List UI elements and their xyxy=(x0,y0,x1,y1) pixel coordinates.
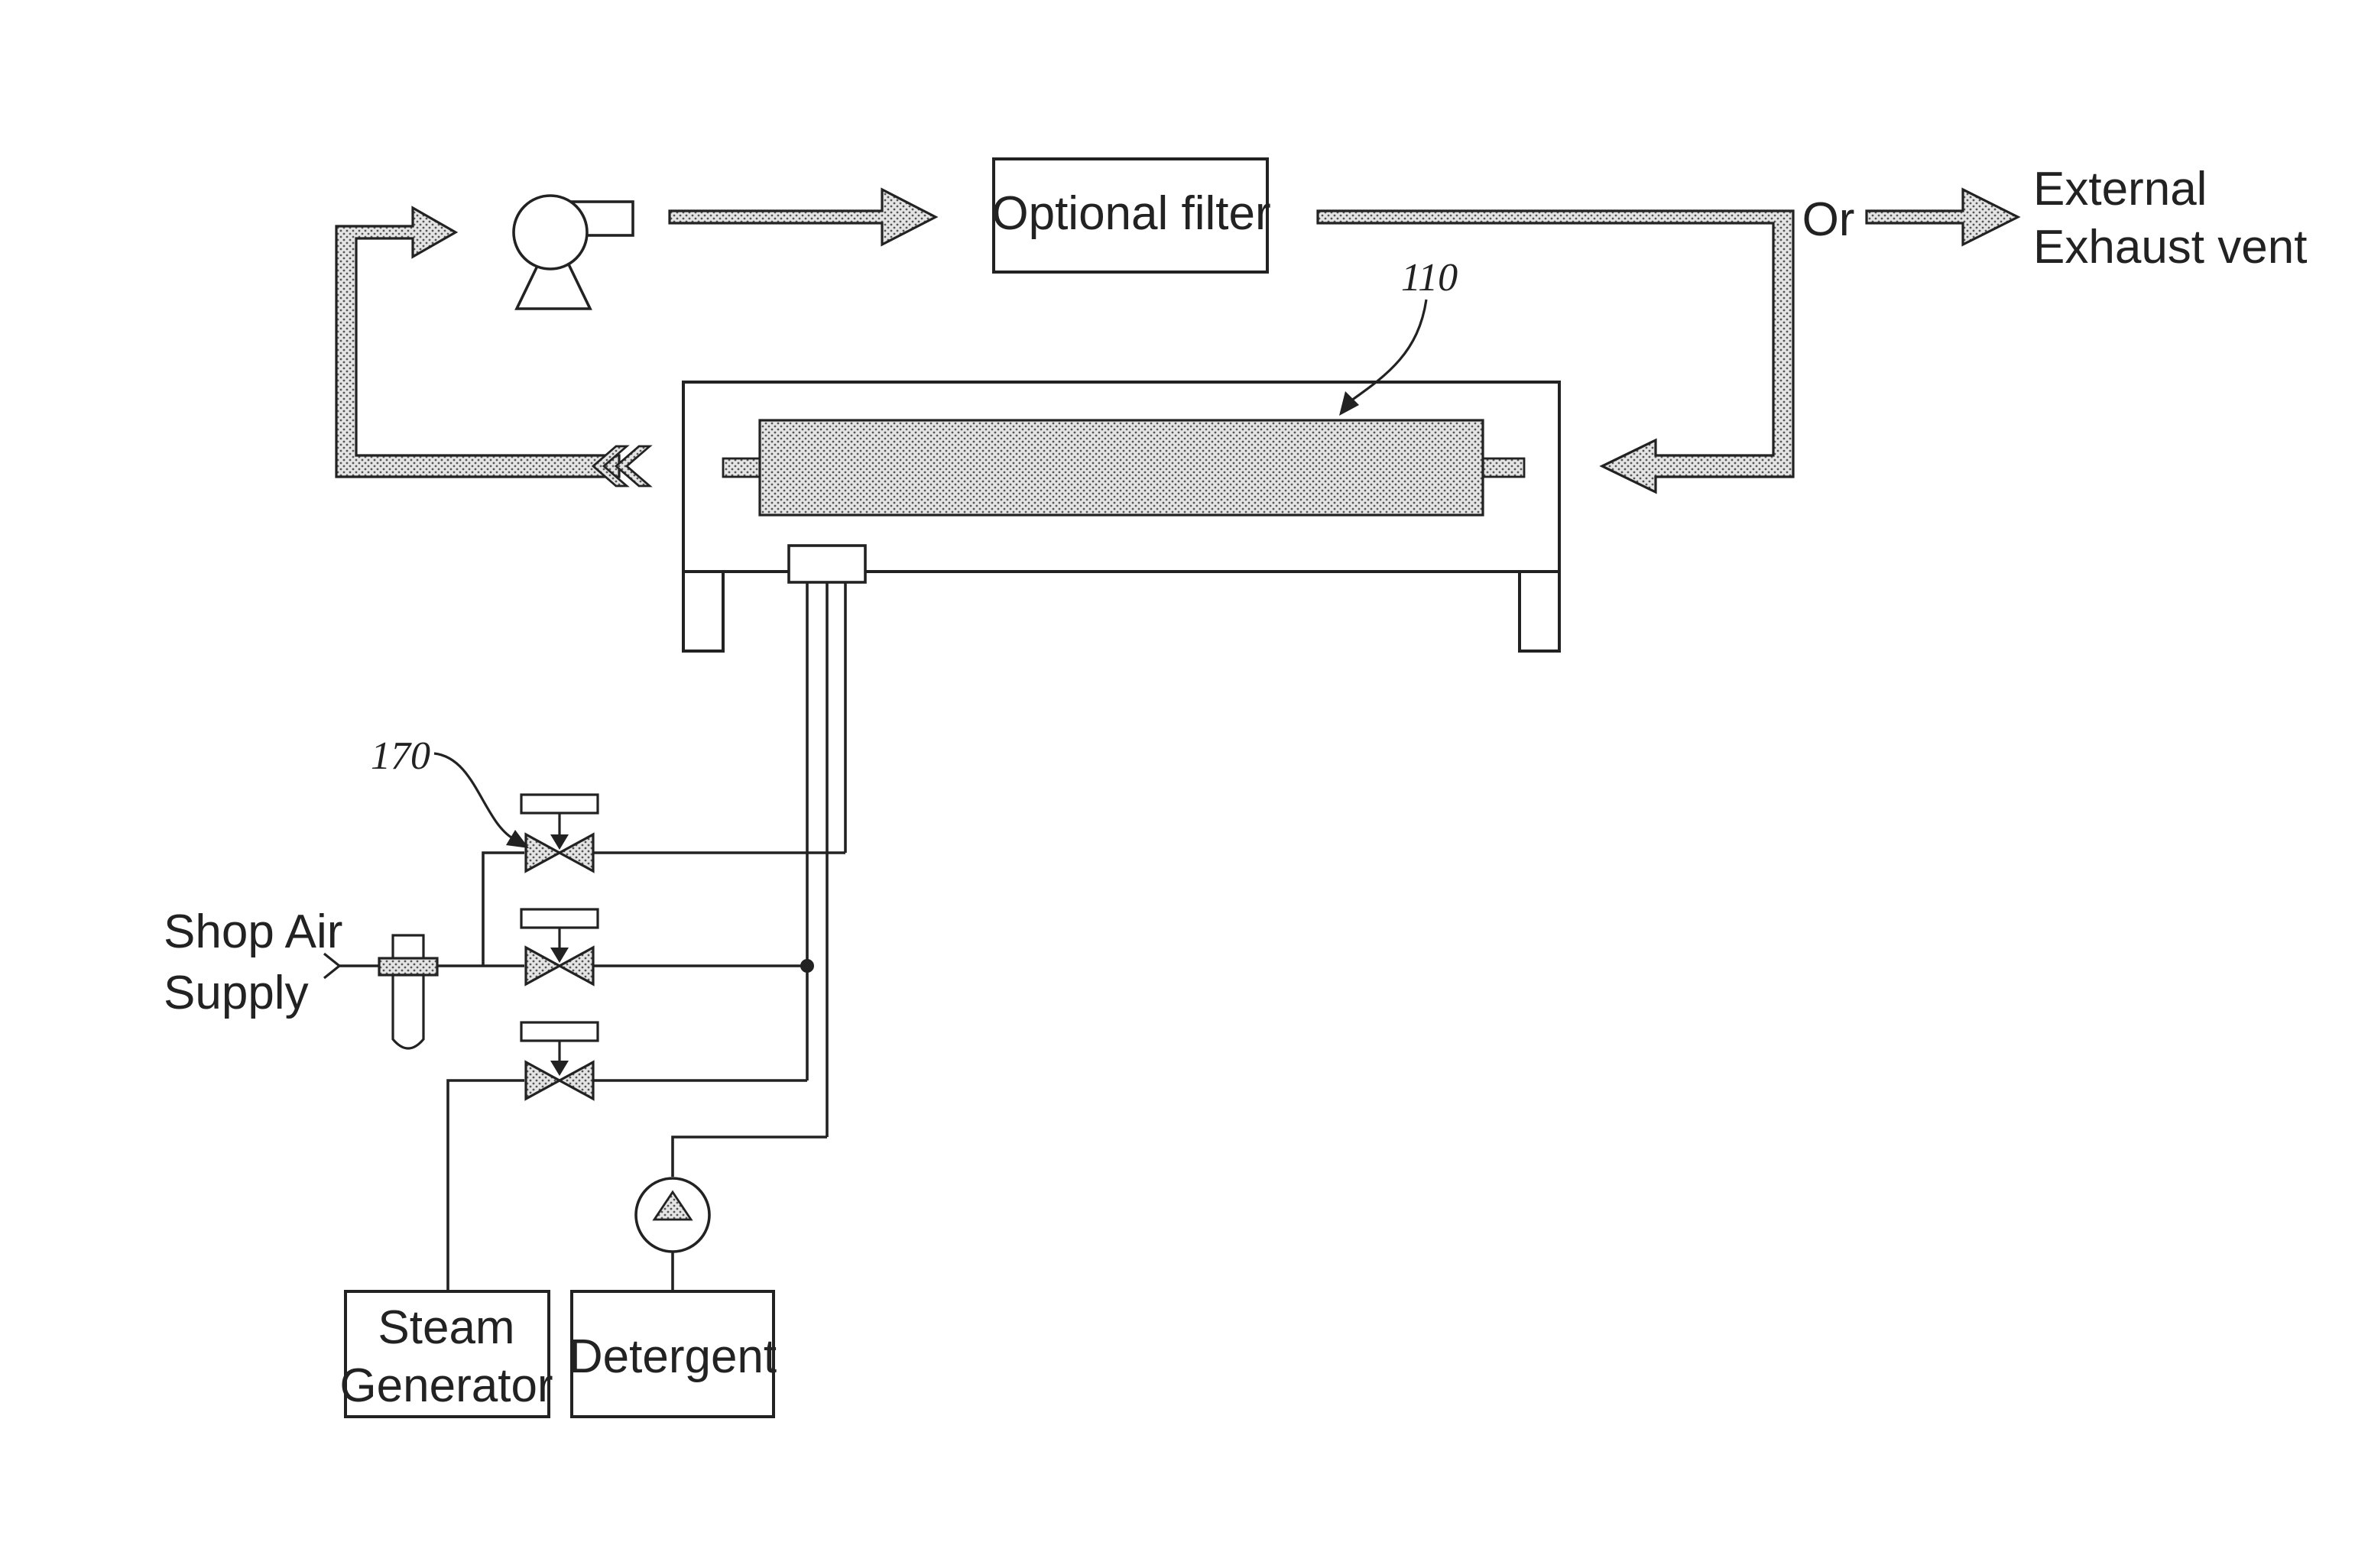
valve-170 xyxy=(521,795,598,871)
shop-air-label-line1: Shop Air xyxy=(164,905,342,958)
valve-air xyxy=(521,909,598,984)
steam-generator-label-line2: Generator xyxy=(339,1359,553,1412)
outlet-chevron-arrow xyxy=(593,446,650,486)
steam-generator-label-line1: Steam xyxy=(378,1301,514,1354)
external-exhaust-label-line1: External xyxy=(2033,163,2207,215)
external-exhaust-label-line2: Exhaust vent xyxy=(2033,221,2307,274)
steam-line xyxy=(448,1080,524,1291)
ref-170-label: 170 xyxy=(371,734,430,778)
flow-arrow-to-filter xyxy=(670,190,936,245)
or-label: Or xyxy=(1802,193,1855,246)
wash-chamber xyxy=(683,382,1559,651)
roller-110 xyxy=(760,420,1483,515)
optional-filter-label: Optional filter xyxy=(991,187,1270,240)
shop-air-label-line2: Supply xyxy=(164,967,309,1019)
air-filter-icon xyxy=(379,935,437,1048)
ref-110-label: 110 xyxy=(1401,256,1458,300)
air-branch-line xyxy=(483,853,524,966)
blower-icon xyxy=(514,196,633,309)
detergent-line xyxy=(673,1137,827,1177)
manifold-block xyxy=(789,546,865,582)
exhaust-vent-arrow xyxy=(1867,190,2018,245)
junction-dot xyxy=(800,959,814,973)
ref-170-leader xyxy=(434,753,517,841)
detergent-pump-icon xyxy=(636,1178,709,1252)
valve-steam xyxy=(521,1022,598,1099)
detergent-label: Detergent xyxy=(569,1330,777,1383)
